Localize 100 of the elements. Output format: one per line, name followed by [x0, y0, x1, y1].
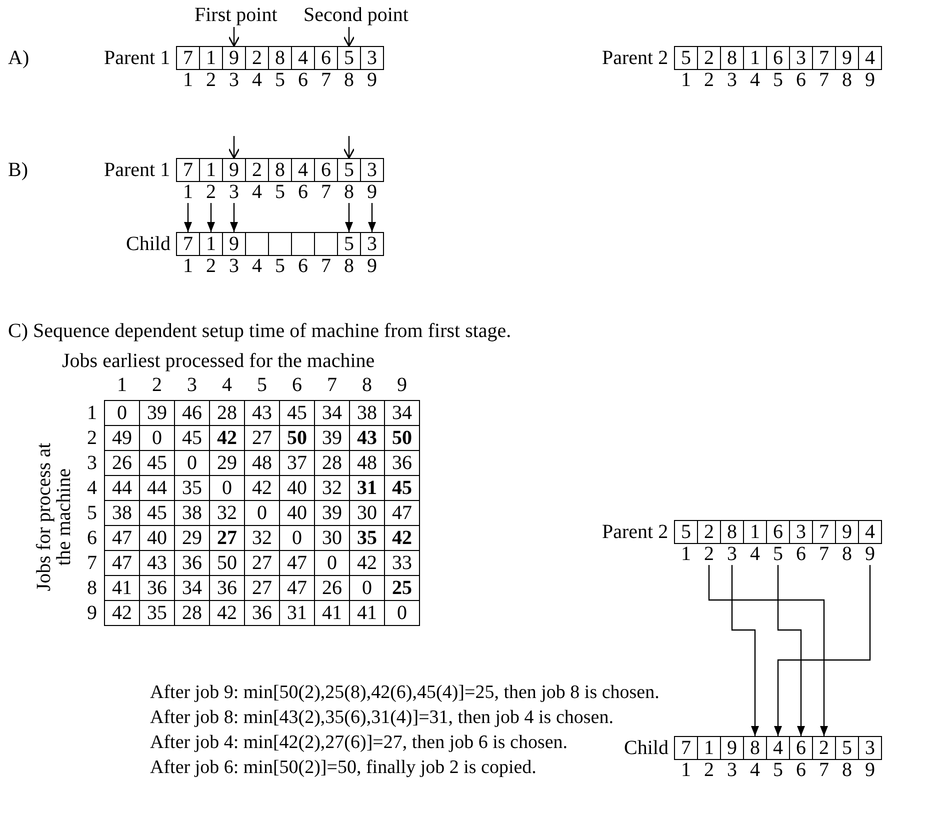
- position-number: 1: [680, 760, 692, 780]
- position-number: 3: [726, 760, 738, 780]
- position-number: 4: [251, 182, 263, 202]
- arrow: [368, 203, 376, 232]
- position-number: 3: [726, 544, 738, 564]
- array-cell: 3: [360, 232, 384, 256]
- position-number: 4: [251, 70, 263, 90]
- array-cell: 5: [674, 520, 698, 544]
- array-cell: 4: [766, 736, 790, 760]
- position-number: 5: [772, 760, 784, 780]
- arrow: [207, 203, 215, 232]
- table-cell: 34: [384, 400, 420, 426]
- position-number: 8: [841, 760, 853, 780]
- arrow: [777, 565, 805, 736]
- array-cell: 5: [337, 232, 361, 256]
- arrow: [343, 136, 355, 159]
- position-number: 4: [749, 544, 761, 564]
- arrow: [774, 565, 871, 736]
- position-number: 2: [205, 182, 217, 202]
- array-cell: 9: [222, 232, 246, 256]
- section-letter: B): [8, 159, 28, 181]
- array-cell: 2: [812, 736, 836, 760]
- array-cell: 7: [176, 46, 200, 70]
- arrow: [345, 203, 353, 232]
- position-number: 9: [864, 760, 876, 780]
- column-number: 2: [152, 374, 162, 396]
- column-number: 7: [327, 374, 337, 396]
- row-number: 8: [87, 577, 97, 599]
- array-cell: 2: [697, 46, 721, 70]
- position-number: 9: [366, 70, 378, 90]
- row-number: 1: [87, 402, 97, 424]
- point-label: Second point: [304, 4, 408, 26]
- note-text: After job 4: min[42(2),27(6)]=27, then job 6 is chosen.: [150, 732, 568, 754]
- row-number: 6: [87, 527, 97, 549]
- position-number: 9: [864, 544, 876, 564]
- column-number: 3: [187, 374, 197, 396]
- position-number: 1: [182, 182, 194, 202]
- array-cell: 9: [835, 520, 859, 544]
- array-cell: 8: [268, 158, 292, 182]
- array-cell: 7: [176, 232, 200, 256]
- position-number: 1: [182, 256, 194, 276]
- array-cell: 9: [835, 46, 859, 70]
- array-cell: 8: [720, 520, 744, 544]
- array-cell: 3: [360, 46, 384, 70]
- position-number: 7: [818, 70, 830, 90]
- array-cell: 3: [858, 736, 882, 760]
- array-cell: 2: [245, 46, 269, 70]
- array-cell: 6: [314, 46, 338, 70]
- position-number: 3: [726, 70, 738, 90]
- position-number: 7: [818, 760, 830, 780]
- array-cell: 8: [743, 736, 767, 760]
- arrow: [184, 203, 192, 232]
- position-number: 7: [320, 70, 332, 90]
- array-cell: 4: [291, 158, 315, 182]
- array-cell: 6: [766, 46, 790, 70]
- row-number: 7: [87, 552, 97, 574]
- array-cell: 8: [720, 46, 744, 70]
- column-number: 1: [117, 374, 127, 396]
- array-cell: 6: [789, 736, 813, 760]
- column-number: 5: [257, 374, 267, 396]
- array-cell: 1: [743, 46, 767, 70]
- array-cell: 2: [697, 520, 721, 544]
- array-label: Parent 2: [602, 47, 668, 69]
- axis-title: Jobs for process at the machine: [34, 442, 74, 592]
- array-cell: 1: [697, 736, 721, 760]
- arrow: [343, 27, 355, 47]
- array-cell: 4: [858, 520, 882, 544]
- array-cell: 4: [858, 46, 882, 70]
- array-label: Parent 1: [104, 159, 170, 181]
- position-number: 6: [297, 256, 309, 276]
- table-cell: 0: [384, 600, 420, 626]
- column-number: 8: [362, 374, 372, 396]
- position-number: 3: [228, 70, 240, 90]
- position-number: 9: [864, 70, 876, 90]
- array-cell: 2: [245, 158, 269, 182]
- position-number: 1: [182, 70, 194, 90]
- array-cell: 6: [766, 520, 790, 544]
- axis-title: Jobs earliest processed for the machine: [62, 350, 375, 372]
- note-text: After job 9: min[50(2),25(8),42(6),45(4)]=25, then job 8 is chosen.: [150, 682, 660, 704]
- row-number: 9: [87, 602, 97, 624]
- array-cell: 7: [812, 520, 836, 544]
- array-label: Parent 2: [602, 521, 668, 543]
- position-number: 7: [320, 256, 332, 276]
- array-cell: 8: [268, 46, 292, 70]
- position-number: 4: [749, 760, 761, 780]
- position-number: 5: [772, 70, 784, 90]
- position-number: 6: [795, 760, 807, 780]
- position-number: 1: [680, 544, 692, 564]
- position-number: 8: [343, 182, 355, 202]
- arrow: [228, 136, 240, 159]
- note-text: After job 8: min[43(2),35(6),31(4)]=31, then job 4 is chosen.: [150, 707, 614, 729]
- array-cell: 7: [176, 158, 200, 182]
- array-label: Parent 1: [104, 47, 170, 69]
- position-number: 9: [366, 182, 378, 202]
- array-cell: 1: [199, 46, 223, 70]
- position-number: 5: [274, 182, 286, 202]
- position-number: 6: [297, 182, 309, 202]
- position-number: 6: [795, 70, 807, 90]
- array-cell: 6: [314, 158, 338, 182]
- array-cell: 7: [812, 46, 836, 70]
